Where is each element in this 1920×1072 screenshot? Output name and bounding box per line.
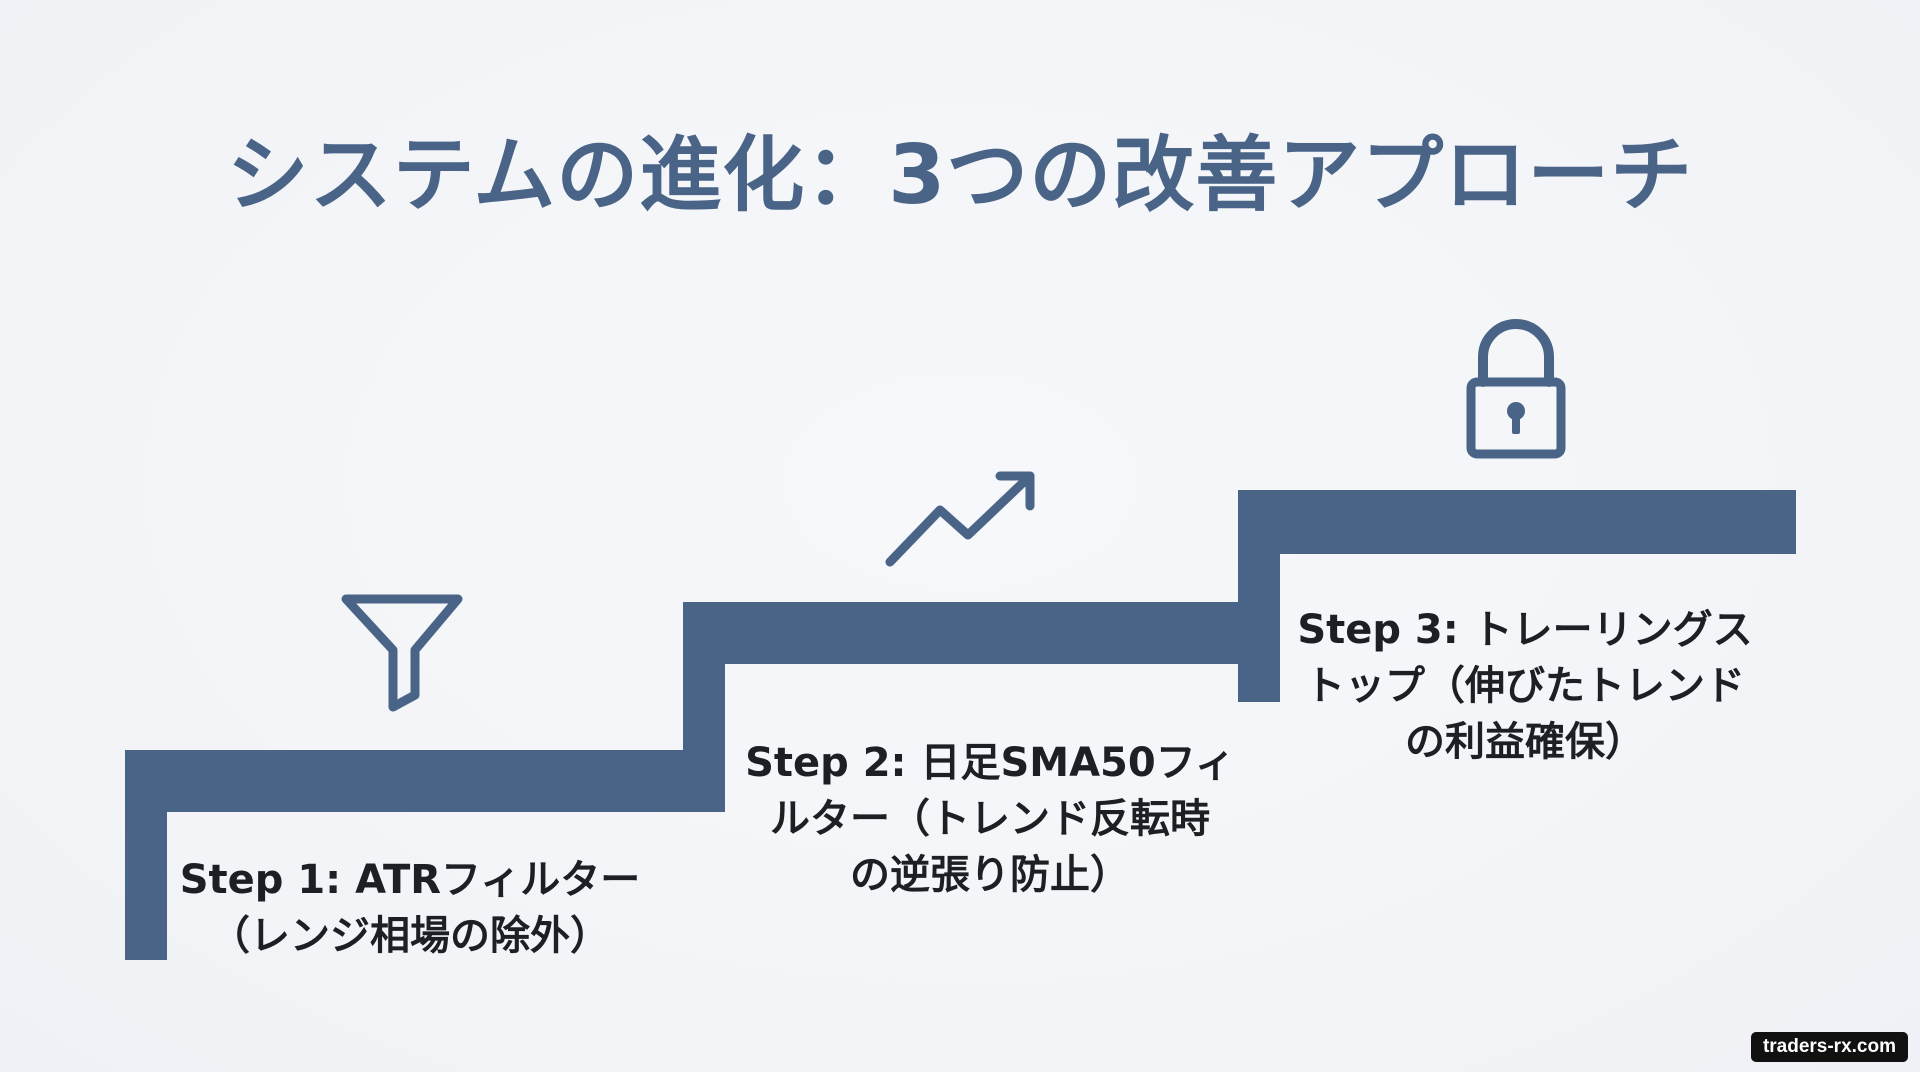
step-2-line-1: Step 2: 日足SMA50フィ <box>745 740 1235 786</box>
step-2-label: Step 2: 日足SMA50フィ ルター（トレンド反転時 の逆張り防止） <box>720 735 1260 903</box>
step-2-line-2: ルター（トレンド反転時 <box>770 796 1210 842</box>
trend-up-arrow-icon <box>885 471 1035 567</box>
funnel-icon <box>341 594 463 712</box>
step-3-line-3: の利益確保） <box>1405 719 1645 765</box>
step-3-line-2: トップ（伸びたトレンド <box>1305 663 1745 709</box>
watermark-badge: traders-rx.com <box>1750 1032 1908 1062</box>
step-1-line-2: （レンジ相場の除外） <box>210 913 610 959</box>
stair-tread-3 <box>1238 490 1796 554</box>
step-2-line-3: の逆張り防止） <box>850 852 1130 898</box>
slide-title: システムの進化：3つの改善アプローチ <box>226 128 1694 223</box>
stair-tread-2 <box>683 602 1241 664</box>
lock-icon <box>1466 319 1566 459</box>
step-1-line-1: Step 1: ATRフィルター <box>179 857 641 903</box>
step-3-line-1: Step 3: トレーリングス <box>1297 607 1753 653</box>
stair-tread-1 <box>125 750 690 812</box>
step-1-label: Step 1: ATRフィルター （レンジ相場の除外） <box>150 852 670 964</box>
step-3-label: Step 3: トレーリングス トップ（伸びたトレンド の利益確保） <box>1270 602 1780 770</box>
staircase <box>125 490 1796 960</box>
